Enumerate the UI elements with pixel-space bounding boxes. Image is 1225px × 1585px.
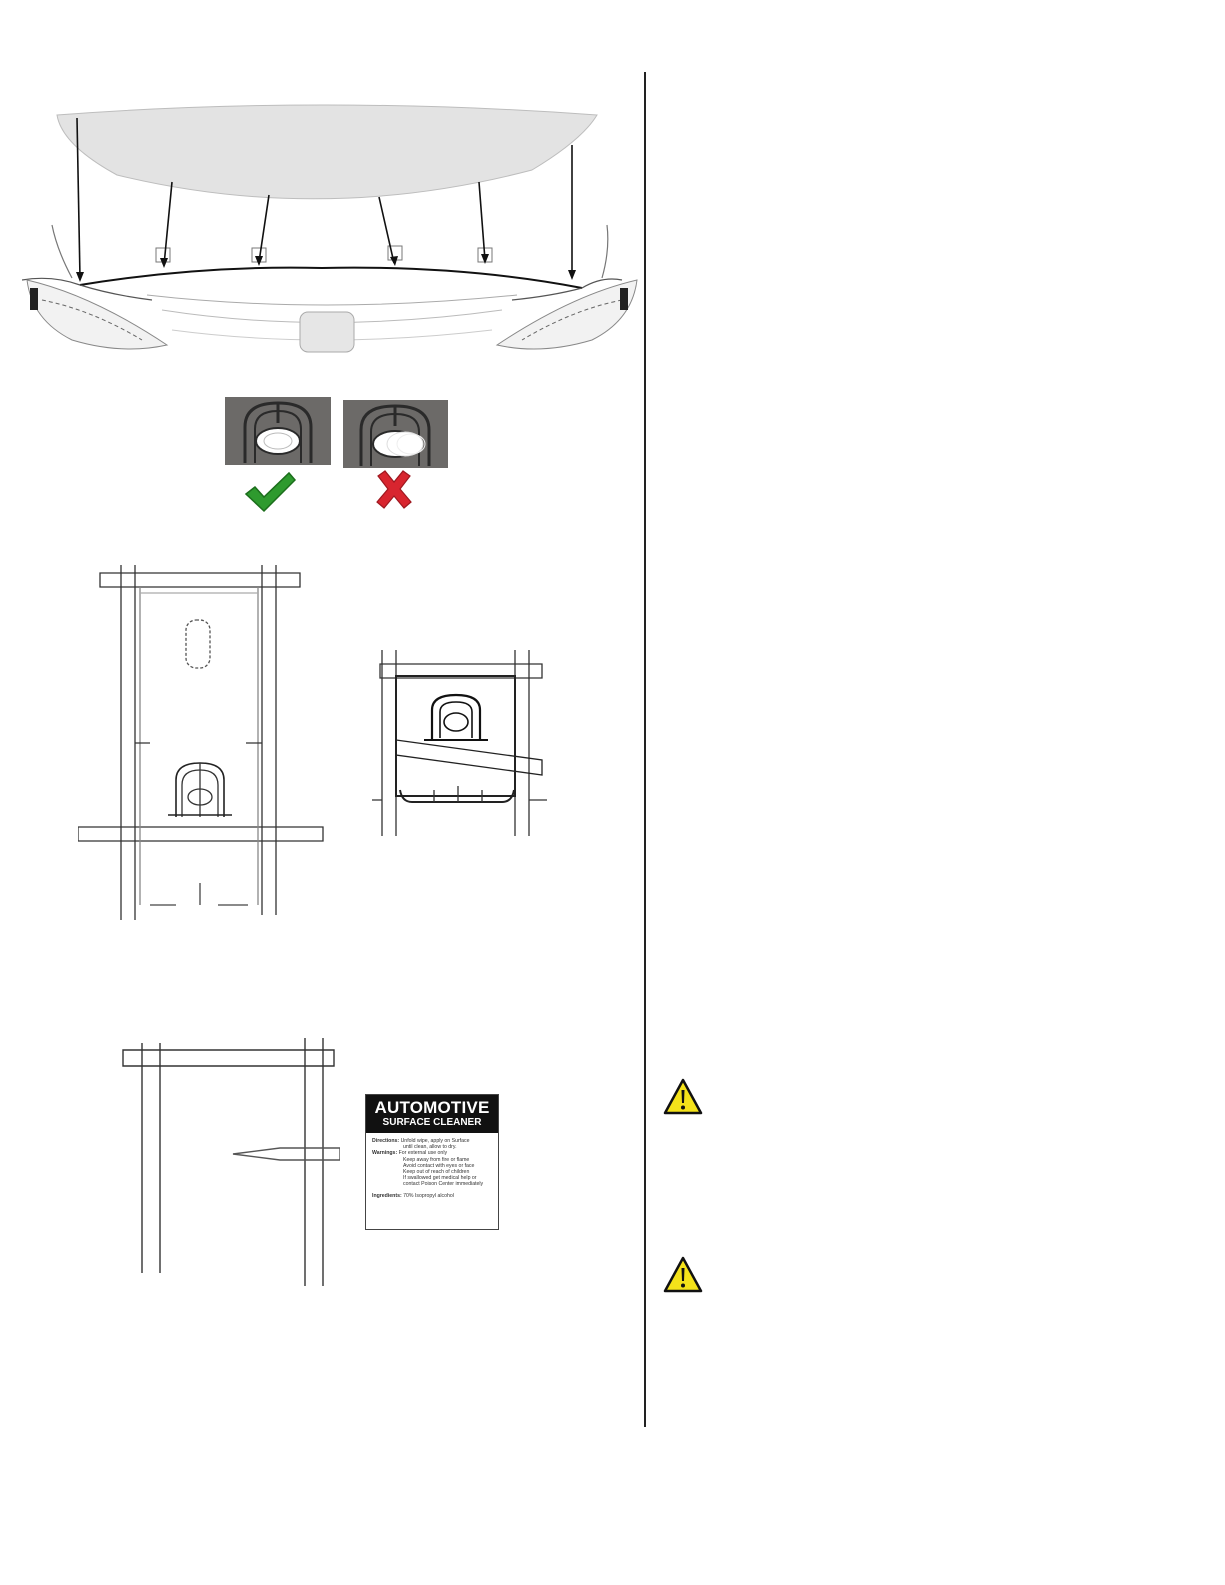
hood-deflector [56,104,598,200]
directions-line-2: until clean, allow to dry. [403,1144,457,1151]
warning-icon [663,1256,703,1293]
clip-correct-image [225,397,331,465]
cleaner-label-title: AUTOMOTIVE [374,1098,490,1117]
clip-incorrect-image [343,400,448,468]
hood-deflector-figure [22,104,638,353]
directions-label: Directions: [372,1138,400,1144]
cleaner-label-header: AUTOMOTIVE SURFACE CLEANER [366,1095,498,1133]
directions-line-1: Unfold wipe, apply on Surface [400,1138,470,1144]
warnings-line-3: Avoid contact with eyes or face [403,1162,475,1169]
warnings-line-4: Keep out of reach of children [403,1169,470,1176]
cleaner-label-body: Directions: Unfold wipe, apply on Surfac… [366,1133,498,1199]
warnings-line-2: Keep away from fire or flame [403,1156,470,1163]
emblem [299,311,355,353]
ingredients-label: Ingredients: [372,1192,402,1199]
cross-icon [376,470,412,509]
warnings-line-1: For external use only [398,1150,448,1157]
warning-icon [663,1078,703,1115]
warnings-label: Warnings: [372,1150,398,1157]
attachment-arrows [76,117,573,279]
cleaner-label: AUTOMOTIVE SURFACE CLEANER Directions: U… [365,1094,499,1230]
clip-slot-side-view [372,650,547,836]
clip-slot-front-view [78,565,324,920]
check-icon [244,471,297,513]
cleaner-label-subtitle: SURFACE CLEANER [382,1117,482,1128]
ingredients-value: 70% Isopropyl alcohol [403,1192,454,1199]
warnings-line-5: If swallowed get medical help or [403,1175,477,1182]
clean-surface-figure [122,1038,340,1286]
column-divider [644,72,646,1427]
warnings-line-6: contact Poison Center immediately [403,1181,484,1188]
